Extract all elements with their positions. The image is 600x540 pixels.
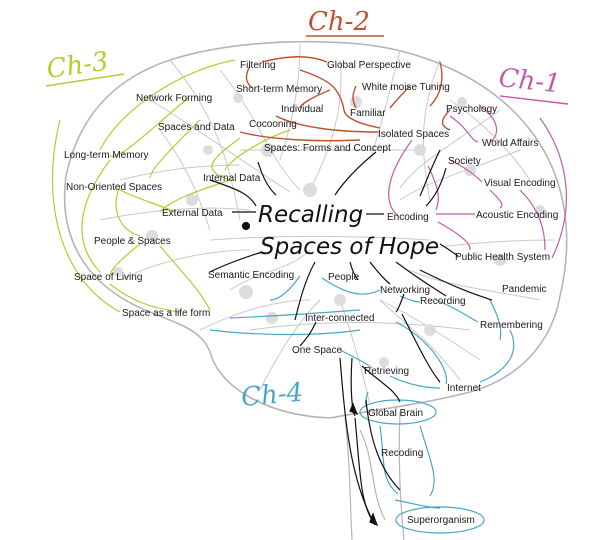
concept-long-term-memory: Long-term Memory [64,150,148,161]
concept-recoding: Recoding [381,448,423,459]
concept-spaces-and-data: Spaces and Data [158,122,235,133]
concept-external-data: External Data [162,208,223,219]
ch3-label: Ch-3 [45,47,111,85]
concept-one-space: One Space [292,345,342,356]
arrow-marker-global-brain [350,404,357,414]
concept-isolated-spaces: Isolated Spaces [378,129,449,140]
ch1-label: Ch-1 [497,63,562,99]
concept-network-forming: Network Forming [136,93,212,104]
concept-people: People [328,272,360,283]
concept-individual: Individual [281,104,323,115]
concept-short-term-memory: Short-term Memory [236,84,322,95]
concept-visual-encoding: Visual Encoding [484,178,556,189]
concept-world-affairs: World Affairs [482,138,538,149]
concept-encoding: Encoding [387,212,429,223]
concept-psychology: Psychology [446,104,497,115]
concept-global-perspective: Global Perspective [327,60,411,71]
arrow-marker-superorganism [370,514,377,525]
concept-networking: Networking [380,285,430,296]
concept-people-spaces: People & Spaces [94,236,171,247]
concept-society: Society [448,156,481,167]
concept-cocooning: Cocooning [249,119,297,130]
concept-acoustic-encoding: Acoustic Encoding [476,210,558,221]
concept-spaces-forms-concept: Spaces: Forms and Concept [264,143,391,154]
concept-familiar: Familiar [350,108,386,119]
concept-semantic-encoding: Semantic Encoding [208,270,294,281]
concept-remembering: Remembering [480,320,543,331]
concept-white-noise-tuning: White moise Tuning [362,82,450,93]
concept-public-health-system: Public Health System [455,252,550,263]
concept-non-oriented-spaces: Non-Oriented Spaces [66,182,162,193]
title-line-2: Spaces of Hope [260,234,439,260]
concept-superorganism: Superorganism [407,515,475,526]
concept-recording: Recording [420,296,466,307]
concept-space-life-form: Space as a life form [122,308,210,319]
concept-internal-data: Internal Data [203,173,261,184]
concept-global-brain: Global Brain [368,408,423,419]
concept-filtering: Filtering [240,60,276,71]
concept-retrieving: Retrieving [364,366,409,377]
concept-pandemic: Pandemic [502,284,546,295]
title-line-1: Recalling [258,202,363,228]
central-title: Recalling Spaces of Hope [258,202,439,260]
concept-internet: Internet [447,383,481,394]
concept-space-of-living: Space of Living [74,272,142,283]
concept-inter-connected: Inter-connected [305,313,375,324]
concept-labels: Filtering Global Perspective Short-term … [64,60,558,526]
ch4-label: Ch-4 [240,378,304,413]
external-data-marker [243,223,250,230]
ch2-label: Ch-2 [308,7,370,37]
